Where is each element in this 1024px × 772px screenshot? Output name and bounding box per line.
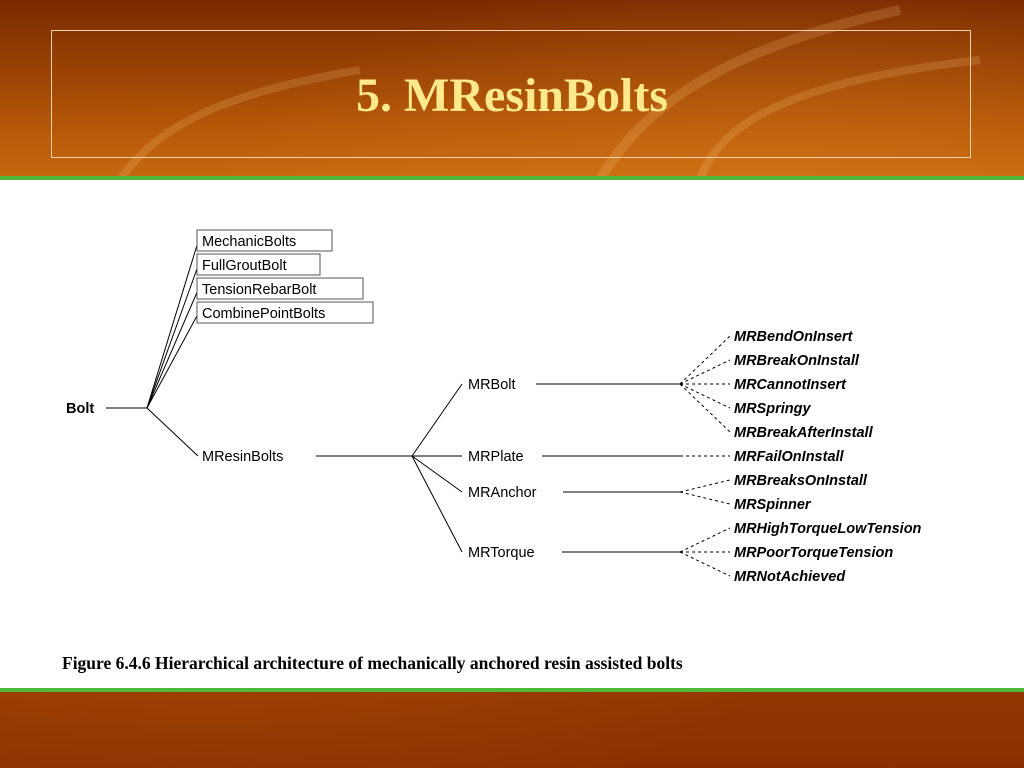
node-mresin-bolts: MResinBolts — [202, 449, 283, 465]
box-mechanic-bolts — [196, 229, 333, 252]
node-combine-point-bolts: CombinePointBolts — [202, 306, 325, 322]
box-combine-point-bolts — [196, 301, 374, 324]
node-mranchor: MRAnchor — [468, 485, 537, 501]
leaf-mrbreaks-on-install: MRBreaksOnInstall — [734, 473, 868, 489]
leaf-mrspinner: MRSpinner — [734, 497, 812, 513]
box-tension-rebar-bolt — [196, 277, 364, 300]
connector-lines — [106, 241, 731, 577]
box-full-grout-bolt — [196, 253, 321, 276]
node-full-grout-bolt: FullGroutBolt — [202, 258, 287, 274]
leaf-mrfail-on-install: MRFailOnInstall — [734, 449, 845, 465]
leaf-mrhigh-torque-low-tension: MRHighTorqueLowTension — [734, 521, 922, 537]
leaf-mrspringy: MRSpringy — [734, 401, 811, 417]
node-tension-rebar-bolt: TensionRebarBolt — [202, 282, 316, 298]
node-mechanic-bolts: MechanicBolts — [202, 234, 296, 250]
node-mrtorque: MRTorque — [468, 545, 535, 561]
leaf-mrbreak-on-install: MRBreakOnInstall — [734, 353, 860, 369]
hierarchy-diagram: Bolt MechanicBolts FullGroutBolt Tension… — [62, 229, 922, 673]
leaf-mrbend-on-insert: MRBendOnInsert — [734, 329, 854, 345]
leaf-mrpoor-torque-tension: MRPoorTorqueTension — [734, 545, 893, 561]
leaf-mrcannot-insert: MRCannotInsert — [734, 377, 847, 393]
diagram-panel: Bolt MechanicBolts FullGroutBolt Tension… — [0, 176, 1024, 692]
slide-title: 5. MResinBolts — [356, 68, 668, 122]
leaf-mrbreak-after-install: MRBreakAfterInstall — [734, 425, 874, 441]
figure-caption: Figure 6.4.6 Hierarchical architecture o… — [62, 653, 683, 673]
node-mrplate: MRPlate — [468, 449, 524, 465]
leaf-mrnot-achieved: MRNotAchieved — [734, 569, 846, 585]
node-bolt: Bolt — [66, 401, 94, 417]
title-frame: 5. MResinBolts — [51, 30, 971, 158]
node-mrbolt: MRBolt — [468, 377, 516, 393]
